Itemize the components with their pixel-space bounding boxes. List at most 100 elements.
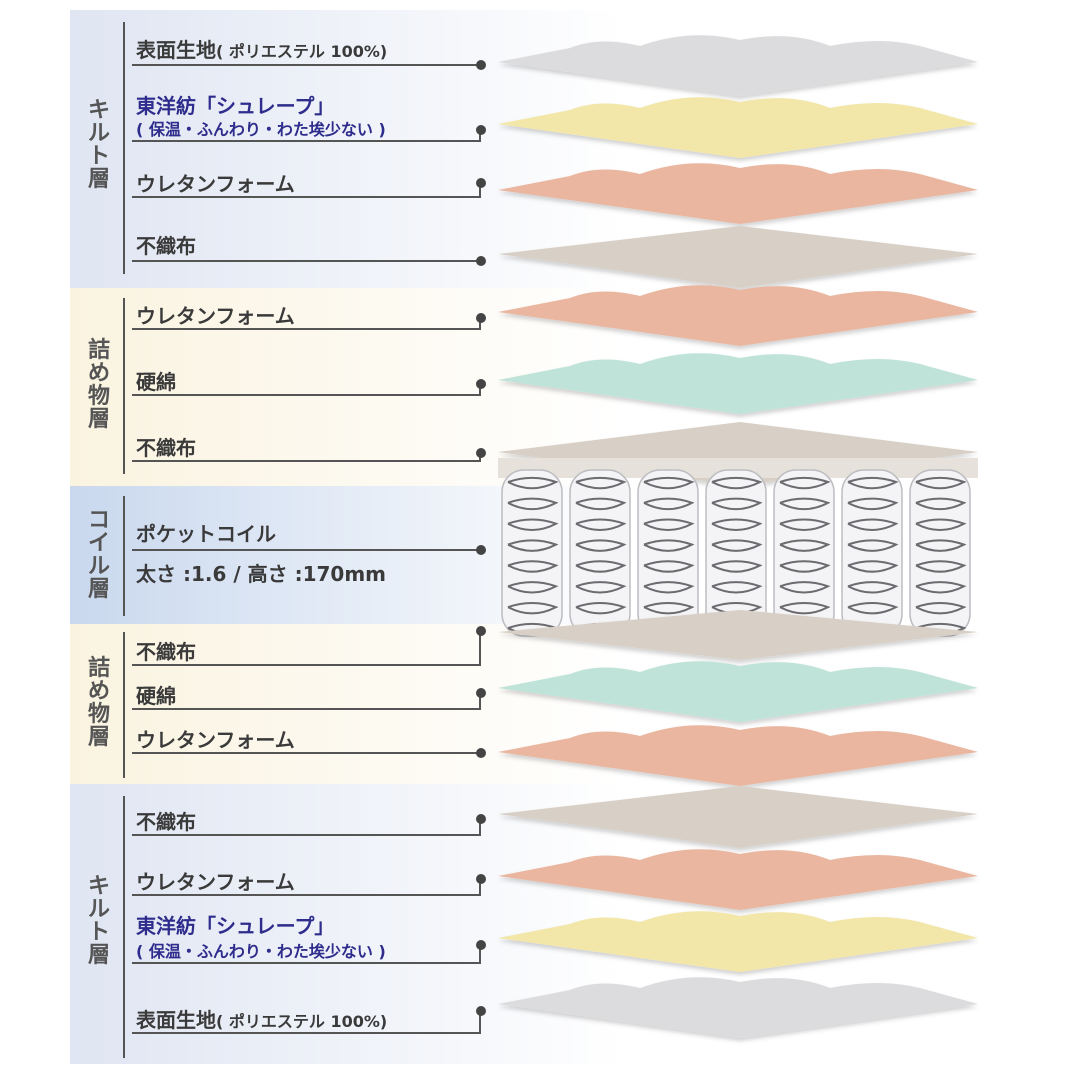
leader-tick [479,318,481,330]
coil-spring [507,476,559,636]
coil-sleeve [501,469,563,637]
leader-line [132,140,480,142]
section-char: ト [87,920,110,945]
leader-dot [476,626,486,636]
leader-dot [476,688,486,698]
label-note: ( ポリエステル 100%) [216,1012,388,1031]
leader-dot [476,940,486,950]
coil-sleeve [637,469,699,637]
label-urethane: ウレタンフォーム [136,728,295,752]
leader-line [132,708,480,710]
section-char: 層 [87,167,110,193]
leader-dot [476,1006,486,1016]
label-surface-fabric: 表面生地( ポリエステル 100%) [136,1004,387,1033]
layer-hard-cotton [498,661,978,722]
label-urethane: ウレタンフォーム [136,172,295,196]
layer-urethane [498,285,978,346]
coil-sleeve [841,469,903,637]
leader-dot [476,125,486,135]
section-label-quilt-top: キ ル ト 層 [78,90,120,200]
leader-line [132,1032,480,1034]
layer-nonwoven [498,226,978,288]
leader-tick [479,946,481,964]
leader-line [132,196,480,198]
layer-nonwoven [498,786,978,848]
coil-spring [915,476,967,636]
coil-spring [643,476,695,636]
leader-tick [479,880,481,896]
label-nonwoven: 不織布 [136,810,196,834]
label-shurepu: 東洋紡「シュレープ」 [136,914,335,938]
section-char: め [87,678,110,704]
section-char: め [87,360,110,386]
leader-tick [479,384,481,396]
leader-dot [476,60,486,70]
label-text: 表面生地 [136,1008,216,1032]
coil-spring [779,476,831,636]
leader-tick [479,632,481,666]
label-note: ( ポリエステル 100%) [216,42,388,61]
layer-surface-fabric [498,977,978,1038]
section-char: 物 [87,702,110,727]
section-char: コ [87,507,110,533]
section-char: キ [87,873,110,899]
label-text: 表面生地 [136,38,216,62]
leader-dot [476,379,486,389]
leader-line [132,260,480,262]
leader-line [132,664,480,666]
leader-tick [479,130,481,142]
section-rule [123,22,125,274]
leader-tick [479,1012,481,1034]
label-hard-cotton: 硬綿 [136,370,176,394]
leader-line [132,64,480,66]
layer-shurepu [498,911,978,972]
section-rule [123,496,125,616]
section-label-coil: コ イ ル 層 [78,500,120,610]
leader-dot [476,448,486,458]
label-surface-fabric: 表面生地( ポリエステル 100%) [136,34,387,63]
label-coil-spec: 太さ :1.6 / 高さ :170mm [136,562,387,586]
coil-spring [575,476,627,636]
coil-spring [847,476,899,636]
leader-dot [476,313,486,323]
coil-sleeve [569,469,631,637]
section-char: イ [87,530,110,556]
leader-dot [476,874,486,884]
leader-line [132,962,480,964]
leader-line [132,460,480,462]
label-nonwoven: 不織布 [136,234,196,258]
label-shurepu-note: ( 保温・ふんわり・わた埃少ない ) [136,120,386,139]
section-label-quilt-bottom: キ ル ト 層 [78,866,120,976]
label-urethane: ウレタンフォーム [136,870,295,894]
section-char: 詰 [87,337,110,363]
label-urethane: ウレタンフォーム [136,304,295,328]
leader-line [132,834,480,836]
layer-nonwoven [498,422,978,486]
leader-line [132,328,480,330]
leader-dot [476,256,486,266]
section-char: ル [87,554,110,579]
label-pocket-coil: ポケットコイル [136,522,276,546]
leader-tick [479,694,481,710]
label-nonwoven: 不織布 [136,640,196,664]
layer-shurepu [498,97,978,158]
section-char: 層 [87,407,110,433]
label-hard-cotton: 硬綿 [136,684,176,708]
coil-sleeve [773,469,835,637]
pocket-coil-block [498,458,978,637]
layer-hard-cotton [498,353,978,414]
coil-spring [711,476,763,636]
leader-dot [476,545,486,555]
leader-dot [476,178,486,188]
label-shurepu: 東洋紡「シュレープ」 [136,94,335,118]
layer-nonwoven [498,610,978,660]
leader-dot [476,748,486,758]
label-shurepu-note: ( 保温・ふんわり・わた埃少ない ) [136,942,386,961]
coil-sleeve [909,469,971,637]
layer-urethane [498,725,978,786]
leader-dot [476,814,486,824]
section-char: ル [87,896,110,922]
section-char: ル [87,120,110,146]
leader-tick [479,820,481,836]
section-char: ト [87,144,110,169]
